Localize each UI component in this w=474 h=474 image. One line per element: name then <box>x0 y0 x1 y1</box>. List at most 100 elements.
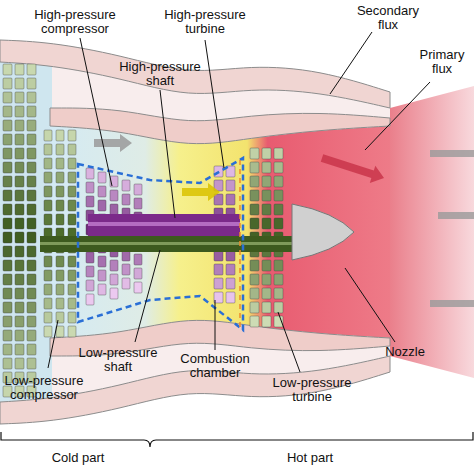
compressor-blade <box>44 200 52 211</box>
leader-line <box>278 312 300 372</box>
turbine-blade <box>226 292 235 303</box>
part-label: High-pressure shaft <box>114 60 206 89</box>
turbine-blade <box>250 162 259 173</box>
fan-region <box>0 62 52 402</box>
compressor-blade <box>110 190 118 201</box>
compressor-blade <box>44 172 52 183</box>
flow-streak <box>430 300 474 307</box>
fan-blade <box>3 92 12 103</box>
flow-arrow <box>182 183 220 201</box>
compressor-blade <box>86 196 94 207</box>
core-outline <box>78 158 243 330</box>
fan-blade <box>15 358 24 369</box>
turbine-blade <box>262 288 271 299</box>
fan-blade <box>15 302 24 313</box>
turbine-blade <box>262 316 271 327</box>
turbine-blade <box>250 288 259 299</box>
turbine-blade <box>250 148 259 159</box>
compressor-blade <box>98 256 106 267</box>
flow-arrow <box>319 149 387 186</box>
fan-blade <box>15 260 24 271</box>
compressor-blade <box>68 186 76 197</box>
turbine-blade <box>274 162 283 173</box>
fan-blade <box>15 218 24 229</box>
fan-blade <box>27 358 36 369</box>
compressor-blade <box>134 254 142 265</box>
compressor-blade <box>68 130 76 141</box>
part-label: Low-pressure turbine <box>269 376 355 405</box>
fan-blade <box>27 148 36 159</box>
compressor-blade <box>44 158 52 169</box>
compressor-blade <box>56 256 64 267</box>
fan-blade <box>15 274 24 285</box>
fan-blade <box>27 232 36 243</box>
compressor-blade <box>56 298 64 309</box>
compressor-blade <box>44 186 52 197</box>
flow-arrow <box>319 149 387 186</box>
turbine-blade <box>274 204 283 215</box>
fan-blade <box>27 204 36 215</box>
fan-blade <box>15 316 24 327</box>
fan-blade <box>27 260 36 271</box>
compressor-blade <box>86 266 94 277</box>
exhaust-plume <box>390 86 474 378</box>
compressor-blade <box>56 158 64 169</box>
fan-blade <box>3 148 12 159</box>
turbine-blade <box>274 274 283 285</box>
turbine-blade <box>274 260 283 271</box>
turbine-blade <box>226 264 235 275</box>
turbine-blade <box>262 260 271 271</box>
part-label: High-pressure compressor <box>25 8 125 37</box>
compressor-blade <box>122 264 130 275</box>
compressor-blade <box>68 298 76 309</box>
compressor-blade <box>56 186 64 197</box>
compressor-blade <box>68 326 76 337</box>
turbine-blade <box>274 218 283 229</box>
turbine-blade <box>274 288 283 299</box>
compressor-blade <box>56 312 64 323</box>
leader-line <box>80 38 112 186</box>
compressor-blade <box>56 130 64 337</box>
compressor-blade <box>110 288 118 299</box>
compressor-blade <box>44 326 52 337</box>
high-pressure-shaft <box>88 214 240 236</box>
fan-blade <box>15 92 24 103</box>
compressor-blade <box>44 270 52 281</box>
part-label: Low-pressure compressor <box>1 374 87 403</box>
fan-blade <box>27 330 36 341</box>
leader-line <box>135 250 160 342</box>
leader-line <box>215 300 216 350</box>
turbine-blade <box>250 218 259 229</box>
compressor-blade <box>134 198 142 209</box>
core-flow <box>50 126 390 338</box>
fan-blade <box>15 190 24 201</box>
part-label: Secondary flux <box>352 4 424 33</box>
fan-blade <box>15 120 24 131</box>
turbine-blade <box>250 316 259 327</box>
compressor-blade <box>98 186 106 197</box>
compressor-blade <box>44 256 52 267</box>
fan-blade <box>3 78 12 89</box>
turbine-blade <box>250 190 259 201</box>
turbine-blade <box>214 264 223 275</box>
compressor-blade <box>68 144 76 155</box>
flow-arrow <box>94 134 132 152</box>
compressor-blade <box>44 312 52 323</box>
compressor-blade <box>44 130 52 141</box>
fan-blade <box>27 64 36 397</box>
compressor-blade <box>86 168 94 179</box>
fan-blade <box>15 246 24 257</box>
section-label: Cold part <box>33 451 123 465</box>
section-bracket <box>1 432 473 447</box>
nacelle <box>0 40 390 108</box>
turbine-blade <box>250 204 259 215</box>
compressor-blade <box>134 268 142 279</box>
fan-blade <box>3 232 12 243</box>
turbine-blade <box>262 218 271 229</box>
turbine-blade <box>226 278 235 289</box>
fan-blade <box>3 64 12 397</box>
flow-streak <box>430 150 474 157</box>
fan-blade <box>15 204 24 215</box>
compressor-blade <box>56 214 64 225</box>
